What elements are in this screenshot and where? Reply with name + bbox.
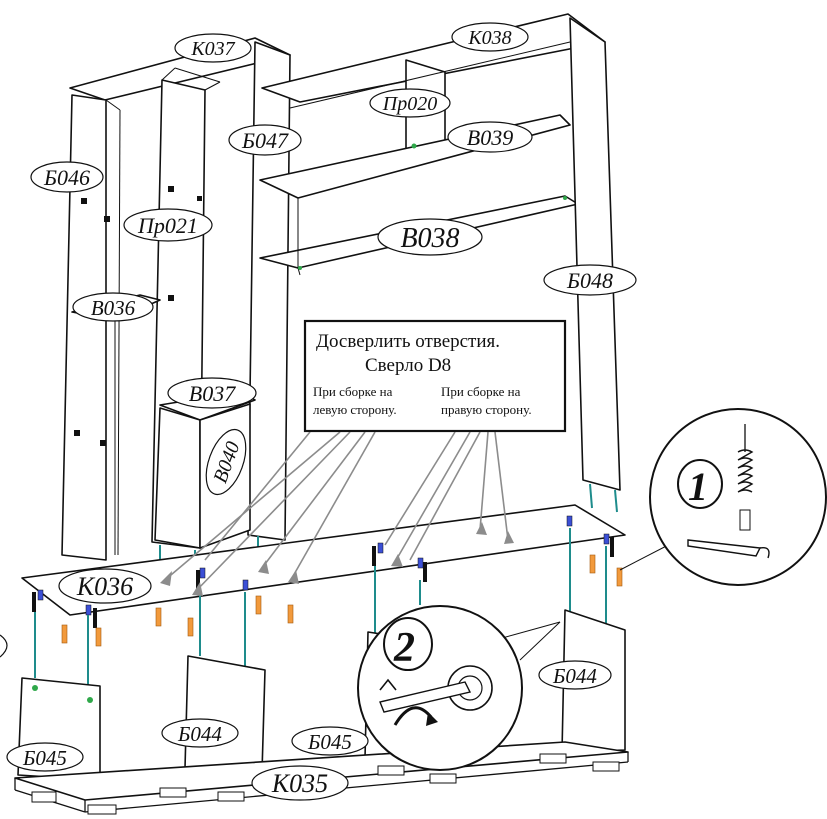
detail-circle-1: 1 bbox=[619, 408, 827, 586]
step-2-number: 2 bbox=[393, 625, 415, 671]
label-v038: В038 bbox=[400, 223, 459, 254]
label-v037: В037 bbox=[189, 381, 236, 406]
label-v039: В039 bbox=[467, 125, 513, 150]
side-panel-b047 bbox=[247, 41, 291, 541]
label-b044-right: Б044 bbox=[552, 664, 597, 688]
side-panel-b048 bbox=[569, 17, 621, 491]
step-2-badge bbox=[383, 617, 433, 671]
detail-circle-2: 2 bbox=[357, 605, 561, 771]
part-labels: К037 К038 Пр020 Б047 В039 Б046 Пр021 В03… bbox=[6, 22, 637, 801]
step-1-badge bbox=[677, 459, 723, 509]
screwdriver-icon bbox=[379, 681, 472, 713]
label-pr020: Пр020 bbox=[382, 93, 437, 115]
label-k035: К035 bbox=[271, 769, 328, 798]
label-b045-right: Б045 bbox=[307, 730, 352, 754]
screw-icon bbox=[737, 449, 754, 493]
fasteners-k036 bbox=[32, 515, 623, 647]
label-k036: К036 bbox=[76, 572, 133, 601]
note-subtitle: Сверло D8 bbox=[365, 355, 451, 376]
label-pr021: Пр021 bbox=[137, 213, 198, 238]
note-left-line1: При сборке на bbox=[313, 384, 393, 399]
drill-arrows bbox=[160, 431, 514, 596]
dowels-upper bbox=[159, 483, 618, 565]
hex-key-icon bbox=[687, 539, 762, 557]
label-v036: В036 bbox=[91, 296, 136, 320]
dowels-lower bbox=[34, 528, 607, 690]
label-b046: Б046 bbox=[43, 165, 90, 190]
label-b048: Б048 bbox=[566, 268, 613, 293]
right-wide-unit bbox=[259, 13, 621, 491]
side-panel-b046 bbox=[61, 94, 107, 561]
note-right-line1: При сборке на bbox=[441, 384, 521, 399]
note-left-line2: левую сторону. bbox=[313, 402, 397, 417]
note-title: Досверлить отверстия. bbox=[316, 331, 500, 352]
label-b044-mid: Б044 bbox=[177, 722, 222, 746]
step-1-number: 1 bbox=[688, 464, 708, 509]
label-b047: Б047 bbox=[241, 128, 289, 153]
drill-note-box: Досверлить отверстия. Сверло D8 При сбор… bbox=[303, 319, 567, 433]
partition-b044-mid bbox=[184, 655, 266, 773]
label-k037: К037 bbox=[190, 38, 235, 60]
middle-panel-k036 bbox=[21, 504, 626, 616]
note-right-line2: правую сторону. bbox=[441, 402, 532, 417]
label-b045-left: Б045 bbox=[22, 746, 67, 770]
box-front-b040 bbox=[154, 407, 201, 549]
label-k038: К038 bbox=[467, 27, 511, 49]
